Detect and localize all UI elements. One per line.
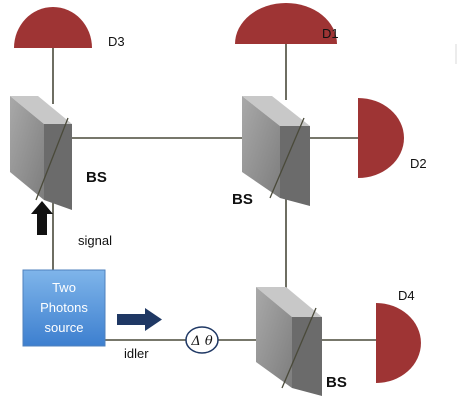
label-bs-left: BS [86, 169, 107, 186]
label-d1: D1 [322, 26, 339, 41]
label-idler: idler [124, 346, 149, 361]
source-line-3: source [44, 320, 83, 335]
beam-splitter-bottom [256, 287, 322, 396]
signal-arrow-icon [31, 201, 53, 235]
label-signal: signal [78, 233, 112, 248]
label-d2: D2 [410, 156, 427, 171]
label-bs-bottom: BS [326, 374, 347, 391]
detector-d4 [376, 303, 421, 383]
beam-splitter-left [10, 96, 72, 210]
beam-splitter-right [242, 96, 310, 206]
label-d4: D4 [398, 288, 415, 303]
source-line-2: Photons [40, 300, 88, 315]
source-line-1: Two [52, 280, 76, 295]
phase-shifter-label: Δ θ [190, 334, 213, 349]
label-bs-right: BS [232, 191, 253, 208]
detector-d1 [235, 3, 337, 44]
label-d3: D3 [108, 34, 125, 49]
detector-d2 [358, 98, 404, 178]
beam-paths [52, 44, 376, 341]
idler-arrow-icon [117, 308, 162, 331]
phase-shifter [185, 326, 219, 354]
photon-source-box [22, 269, 106, 347]
detector-d3 [14, 7, 92, 48]
